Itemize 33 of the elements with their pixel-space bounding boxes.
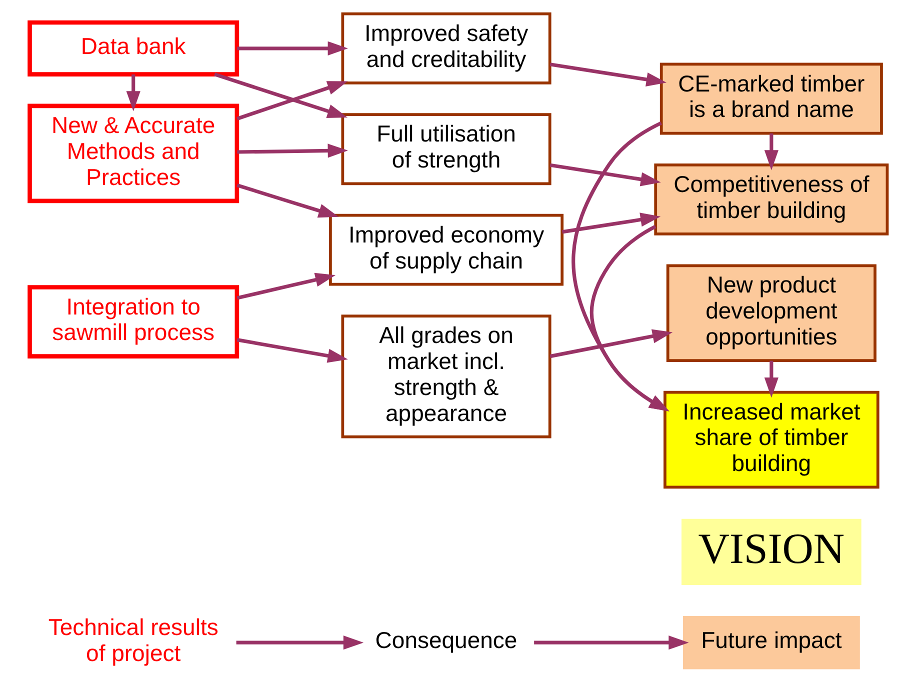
arrow	[236, 636, 364, 650]
arrow	[550, 329, 673, 358]
arrow	[236, 338, 348, 363]
node-box: Future impact	[682, 616, 860, 670]
node-text: Consequence	[375, 627, 518, 654]
arrow	[764, 133, 778, 170]
arrow	[534, 636, 689, 650]
arrow	[236, 184, 339, 218]
node-box: VISION	[682, 518, 862, 586]
arrow	[237, 144, 348, 158]
node-box: All grades on market incl. strength & appearance	[341, 314, 552, 438]
node-box: Increased market share of timber building	[664, 390, 880, 489]
node-box: New & Accurate Methods and Practices	[28, 104, 240, 204]
node-box: Integration to sawmill process	[28, 285, 240, 358]
node-box: Competitiveness of timber building	[654, 164, 889, 236]
arrow	[236, 272, 336, 300]
arrow	[550, 62, 667, 86]
arrow	[237, 41, 348, 56]
arrow	[236, 81, 348, 120]
arrow	[764, 360, 778, 398]
arrow	[562, 212, 661, 234]
node-box: CE-marked timber is a brand name	[660, 62, 883, 135]
arrow	[590, 224, 670, 412]
node-box: Data bank	[28, 20, 240, 76]
node-box: Full utilisation of strength	[341, 113, 552, 186]
arrow	[550, 163, 661, 186]
node-box: New product development opportunities	[666, 264, 876, 362]
arrow	[572, 121, 670, 412]
node-text: Technical results of project	[48, 614, 218, 666]
arrow	[214, 72, 348, 118]
node-box: Improved safety and creditability	[341, 12, 552, 84]
node-box: Improved economy of supply chain	[329, 214, 564, 286]
arrow	[126, 74, 140, 112]
